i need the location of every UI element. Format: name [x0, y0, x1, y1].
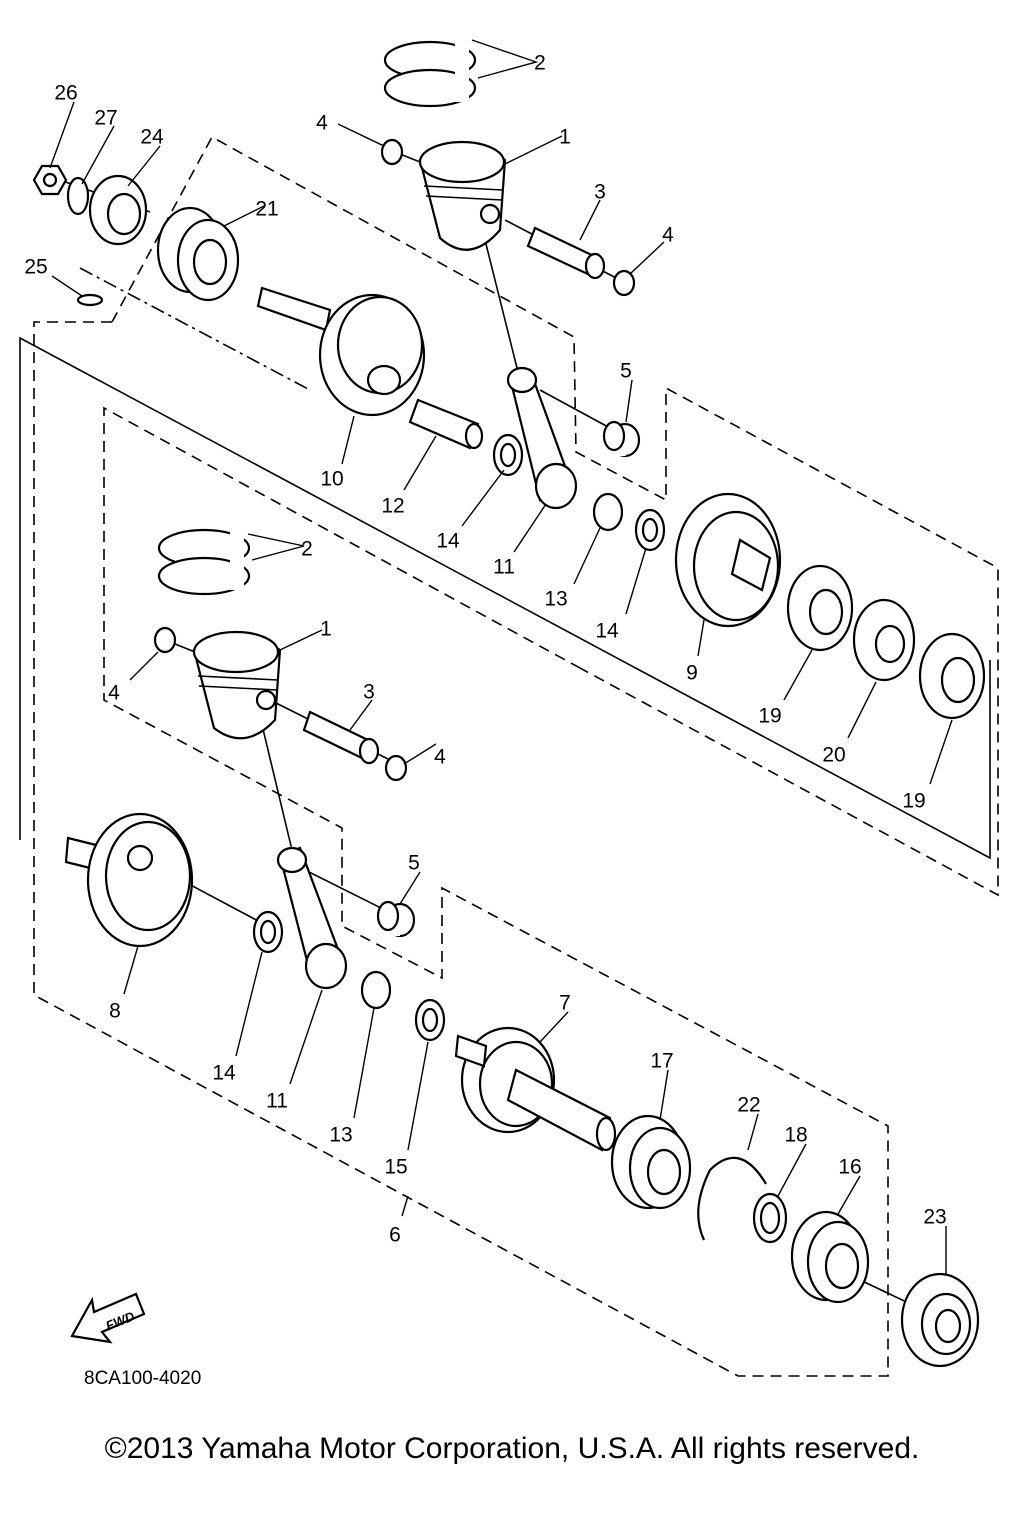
circlip-22	[697, 1156, 767, 1241]
axis-line-rod-upper	[484, 239, 521, 381]
key-25	[76, 293, 104, 307]
axis-line-bearing-lower	[304, 869, 386, 911]
upper-crank-assembly-frame	[111, 135, 999, 897]
callout-14: 14	[436, 530, 460, 553]
callout-13: 13	[544, 588, 567, 611]
washer-14-upper-a	[492, 433, 524, 477]
callout-20: 20	[822, 744, 845, 767]
washer-15	[414, 998, 446, 1042]
piston-lower	[192, 630, 282, 740]
connecting-rod-upper	[506, 366, 578, 510]
axis-line-rod-lower	[261, 724, 293, 851]
callout-12: 12	[381, 495, 404, 518]
needle-bearing-5-upper	[602, 420, 641, 458]
bearing-16	[790, 1210, 870, 1304]
callout-leaders	[49, 39, 953, 1274]
callout-14: 14	[595, 620, 619, 643]
piston-clip-lower-right	[384, 754, 408, 782]
piston-rings-lower	[157, 528, 251, 596]
bearing-17	[610, 1114, 692, 1210]
callout-7: 7	[559, 992, 571, 1015]
axis-line-bearing-upper	[539, 389, 611, 429]
connecting-rod-lower	[276, 846, 348, 990]
callout-19: 19	[902, 790, 925, 813]
callout-10: 10	[320, 468, 343, 491]
piston-clip-upper-left	[380, 138, 404, 166]
callout-5: 5	[408, 852, 420, 875]
callout-25: 25	[24, 256, 47, 279]
callout-1: 1	[320, 618, 332, 641]
callout-5: 5	[620, 360, 632, 383]
crank-pin-12	[408, 398, 484, 450]
callout-17: 17	[650, 1050, 673, 1073]
needle-bearing-13-upper	[592, 492, 624, 532]
crankshaft-7	[454, 1026, 617, 1152]
callout-8: 8	[109, 1000, 121, 1023]
shim-18	[752, 1192, 788, 1244]
washer-27	[66, 176, 90, 216]
washer-14-lower	[252, 910, 284, 954]
callout-24: 24	[140, 126, 164, 149]
needle-bearing-5-lower	[376, 900, 416, 938]
fwd-arrow-icon: FWD	[70, 1292, 146, 1344]
callout-15: 15	[384, 1156, 407, 1179]
piston-pin-upper	[526, 226, 606, 280]
callout-9: 9	[686, 662, 698, 685]
callout-4: 4	[662, 224, 674, 247]
callout-21: 21	[255, 198, 278, 221]
piston-pin-lower	[302, 710, 380, 765]
callout-4: 4	[316, 112, 328, 135]
callout-27: 27	[94, 107, 117, 130]
callout-4: 4	[434, 746, 446, 769]
callout-26: 26	[54, 82, 77, 105]
crankshaft-8	[64, 812, 194, 948]
callout-3: 3	[594, 181, 606, 204]
piston-clip-lower-left	[153, 626, 177, 654]
oil-seal-24	[88, 174, 148, 246]
bearing-19-a	[786, 564, 854, 652]
part-code: 8CA100-4020	[84, 1368, 201, 1389]
piston-clip-upper-right	[612, 269, 636, 297]
crankshaft-10	[256, 286, 426, 417]
washer-14-upper-b	[634, 508, 666, 552]
crankshaft-9	[674, 492, 782, 628]
callout-1: 1	[559, 126, 571, 149]
crankshaft-solid-outline	[19, 336, 991, 860]
callout-23: 23	[923, 1206, 946, 1229]
callout-16: 16	[838, 1156, 861, 1179]
callout-2: 2	[534, 52, 546, 75]
callout-6: 6	[389, 1224, 401, 1247]
callout-18: 18	[784, 1124, 807, 1147]
callout-13: 13	[329, 1124, 352, 1147]
callout-11: 11	[493, 556, 515, 579]
callout-4: 4	[108, 682, 120, 705]
callout-14: 14	[212, 1062, 236, 1085]
copyright-notice: ©2013 Yamaha Motor Corporation, U.S.A. A…	[104, 1432, 920, 1465]
callout-2: 2	[301, 538, 313, 561]
key-dashdot-line	[79, 267, 311, 391]
callout-19: 19	[758, 705, 781, 728]
labyrinth-seal-20	[852, 598, 916, 682]
piston-rings-upper	[383, 40, 477, 108]
bearing-19-b	[918, 632, 986, 720]
oil-seal-23	[900, 1272, 980, 1368]
needle-bearing-13-lower	[360, 970, 392, 1010]
callout-3: 3	[363, 681, 375, 704]
callout-22: 22	[737, 1094, 760, 1117]
callout-11: 11	[266, 1090, 288, 1113]
crank-set-frame-left	[33, 321, 889, 1377]
bearing-21	[156, 206, 240, 302]
piston-upper	[418, 140, 507, 251]
nut-26	[32, 164, 68, 196]
